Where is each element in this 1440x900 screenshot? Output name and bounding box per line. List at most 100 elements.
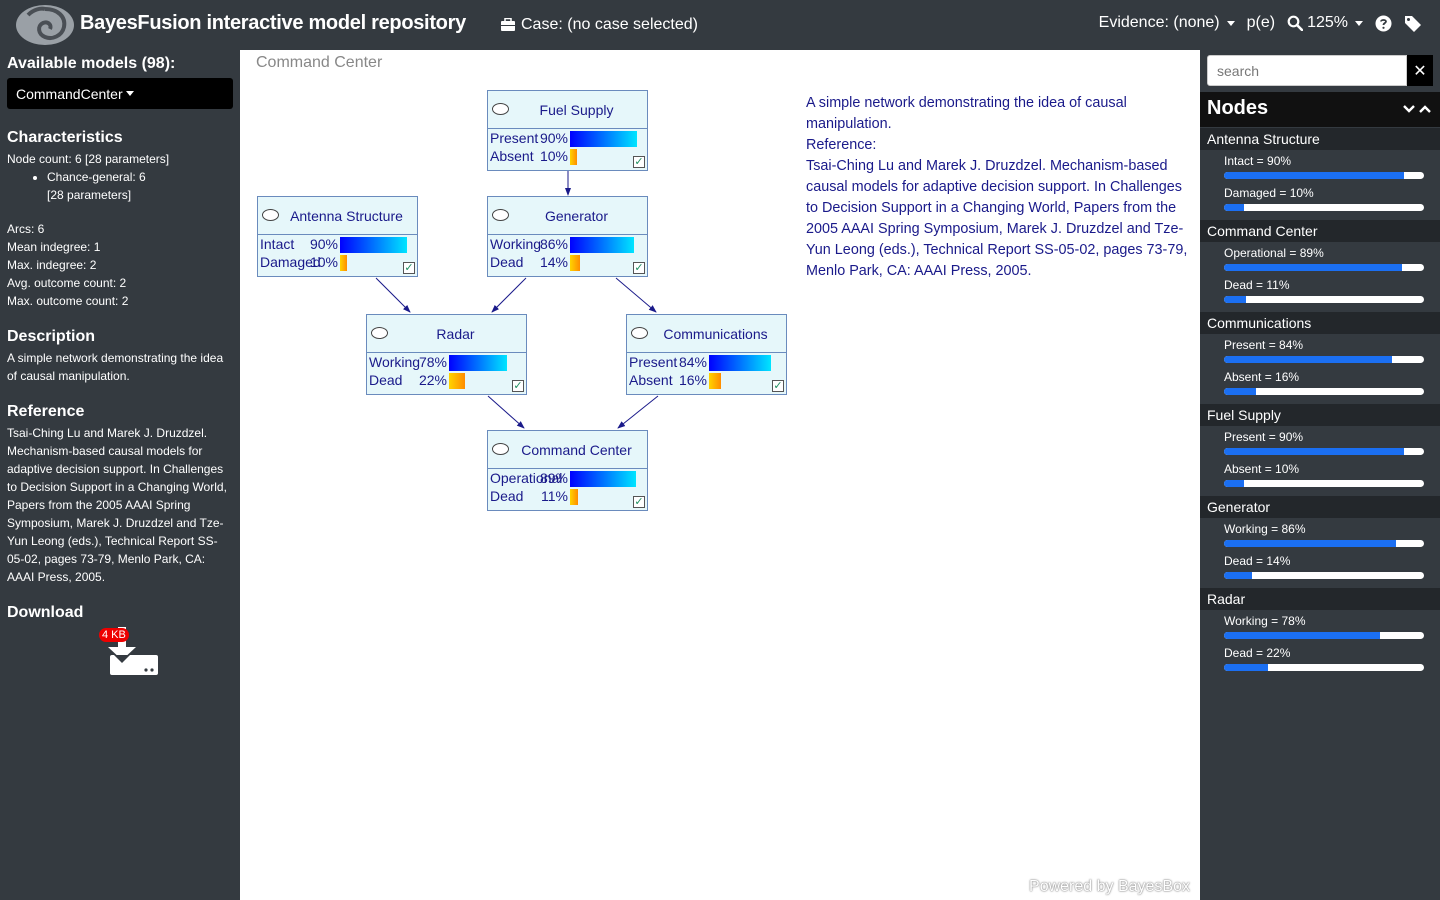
node-radio[interactable] [262,209,279,221]
probability-bar-fill [1224,296,1246,303]
node-state-item[interactable]: Operational = 89% [1200,242,1440,274]
node-state-row[interactable]: Dead 22% [367,371,526,389]
evidence-dropdown[interactable]: Evidence: (none) [1099,14,1235,32]
state-prob-bar [570,489,578,505]
caret-down-icon [1226,20,1235,26]
search-icon [1287,15,1304,31]
model-dropdown-label: CommandCenter [16,85,123,102]
state-prob-bar [709,373,721,389]
node-state-label: Damaged = 10% [1224,186,1314,200]
case-label: Case: (no case selected) [521,16,698,33]
node-antenna-structure[interactable]: Antenna Structure Intact 90% Damaged 10%… [257,196,418,277]
download-size-badge: 4 KB [99,628,129,642]
chevron-down-up-icon [1403,105,1431,113]
nodes-title: Nodes [1207,97,1269,119]
node-state-label: Working = 78% [1224,614,1306,628]
node-state-row[interactable]: Present 84% [627,353,786,371]
node-state-row[interactable]: Working 86% [488,235,647,253]
help-button[interactable] [1375,15,1392,32]
node-group-title[interactable]: Radar [1200,588,1440,610]
node-group-title[interactable]: Communications [1200,312,1440,334]
node-state-item[interactable]: Intact = 90% [1200,150,1440,182]
node-title: Generator [544,207,609,224]
nodes-header: Nodes [1200,92,1440,127]
probability-bar [1224,540,1424,547]
node-state-item[interactable]: Working = 86% [1200,518,1440,550]
node-state-label: Intact = 90% [1224,154,1292,168]
node-radio[interactable] [492,209,509,221]
node-state-item[interactable]: Dead = 11% [1200,274,1440,306]
network-canvas[interactable]: Command Center Fuel Supply Present 90% A… [240,50,1200,900]
tags-button[interactable] [1404,15,1422,32]
probability-bar [1224,204,1424,211]
node-radio[interactable] [371,327,388,339]
node-command-center[interactable]: Command Center Operational 89% Dead 11% … [487,430,648,511]
node-state-row[interactable]: Operational 89% [488,469,647,487]
node-group-title[interactable]: Generator [1200,496,1440,518]
check-icon: ✓ [403,262,415,274]
arc-generator-radar [491,277,527,313]
state-prob-bar [570,255,580,271]
network-arcs [375,171,659,429]
state-prob-bar [570,471,636,487]
pe-button[interactable]: p(e) [1247,14,1275,32]
node-fuel-supply[interactable]: Fuel Supply Present 90% Absent 10% ✓ [487,90,648,171]
node-state-item[interactable]: Dead = 22% [1200,642,1440,674]
node-state-row[interactable]: Intact 90% [258,235,417,253]
case-selector[interactable]: Case: (no case selected) [500,16,698,34]
top-bar: BayesFusion interactive model repository… [0,0,1440,50]
node-state-item[interactable]: Working = 78% [1200,610,1440,642]
stat-avg-outcome: Avg. outcome count: 2 [7,276,127,290]
probability-bar-fill [1224,264,1402,271]
node-state-item[interactable]: Absent = 10% [1200,458,1440,490]
node-state-row[interactable]: Damaged 10% [258,253,417,271]
node-count: Node count: 6 [28 parameters] [7,152,170,166]
zoom-dropdown[interactable]: 125% [1287,14,1363,32]
canvas-title: Command Center [256,54,383,71]
node-radio[interactable] [492,443,509,455]
node-radar[interactable]: Radar Working 78% Dead 22% ✓ [366,314,527,395]
model-dropdown[interactable]: CommandCenter [7,78,233,109]
node-state-row[interactable]: Absent 16% [627,371,786,389]
node-state-row[interactable]: Dead 11% [488,487,647,505]
app-title[interactable]: BayesFusion interactive model repository [80,12,466,34]
probability-bar [1224,480,1424,487]
probability-bar [1224,172,1424,179]
node-group-title[interactable]: Antenna Structure [1200,128,1440,150]
download-button[interactable]: 4 KB [99,627,160,677]
node-state-row[interactable]: Present 90% [488,129,647,147]
node-group-title[interactable]: Fuel Supply [1200,404,1440,426]
node-state-item[interactable]: Dead = 14% [1200,550,1440,582]
node-state-item[interactable]: Present = 84% [1200,334,1440,366]
arc-generator-comms [615,277,657,313]
description-text: A simple network demonstrating the idea … [7,351,224,383]
node-state-row[interactable]: Absent 10% [488,147,647,165]
tag-icon [1405,15,1421,32]
check-icon: ✓ [633,262,645,274]
node-state-label: Absent = 16% [1224,370,1300,384]
node-state-item[interactable]: Present = 90% [1200,426,1440,458]
probability-bar [1224,264,1424,271]
bayesfusion-logo-icon[interactable] [14,3,76,47]
node-state-item[interactable]: Absent = 16% [1200,366,1440,398]
node-state-label: Operational = 89% [1224,246,1324,260]
powered-by-link[interactable]: Powered by BayesBox [1029,878,1190,895]
node-group-title[interactable]: Command Center [1200,220,1440,242]
node-state-item[interactable]: Damaged = 10% [1200,182,1440,214]
reference-text: Tsai-Ching Lu and Marek J. Druzdzel. Mec… [7,426,227,584]
node-generator[interactable]: Generator Working 86% Dead 14% ✓ [487,196,648,277]
reference-heading: Reference: [806,137,877,153]
download-section: Download [7,604,233,622]
check-icon: ✓ [633,156,645,168]
node-communications[interactable]: Communications Present 84% Absent 16% ✓ [626,314,787,395]
node-state-row[interactable]: Working 78% [367,353,526,371]
arc-comms-command [617,395,659,429]
search-input[interactable] [1207,55,1407,86]
node-radio[interactable] [631,327,648,339]
clear-search-button[interactable]: ✕ [1407,55,1433,86]
node-state-row[interactable]: Dead 14% [488,253,647,271]
reference-title: Reference [7,403,85,420]
node-radio[interactable] [492,103,509,115]
collapse-expand-controls[interactable] [1402,102,1432,118]
